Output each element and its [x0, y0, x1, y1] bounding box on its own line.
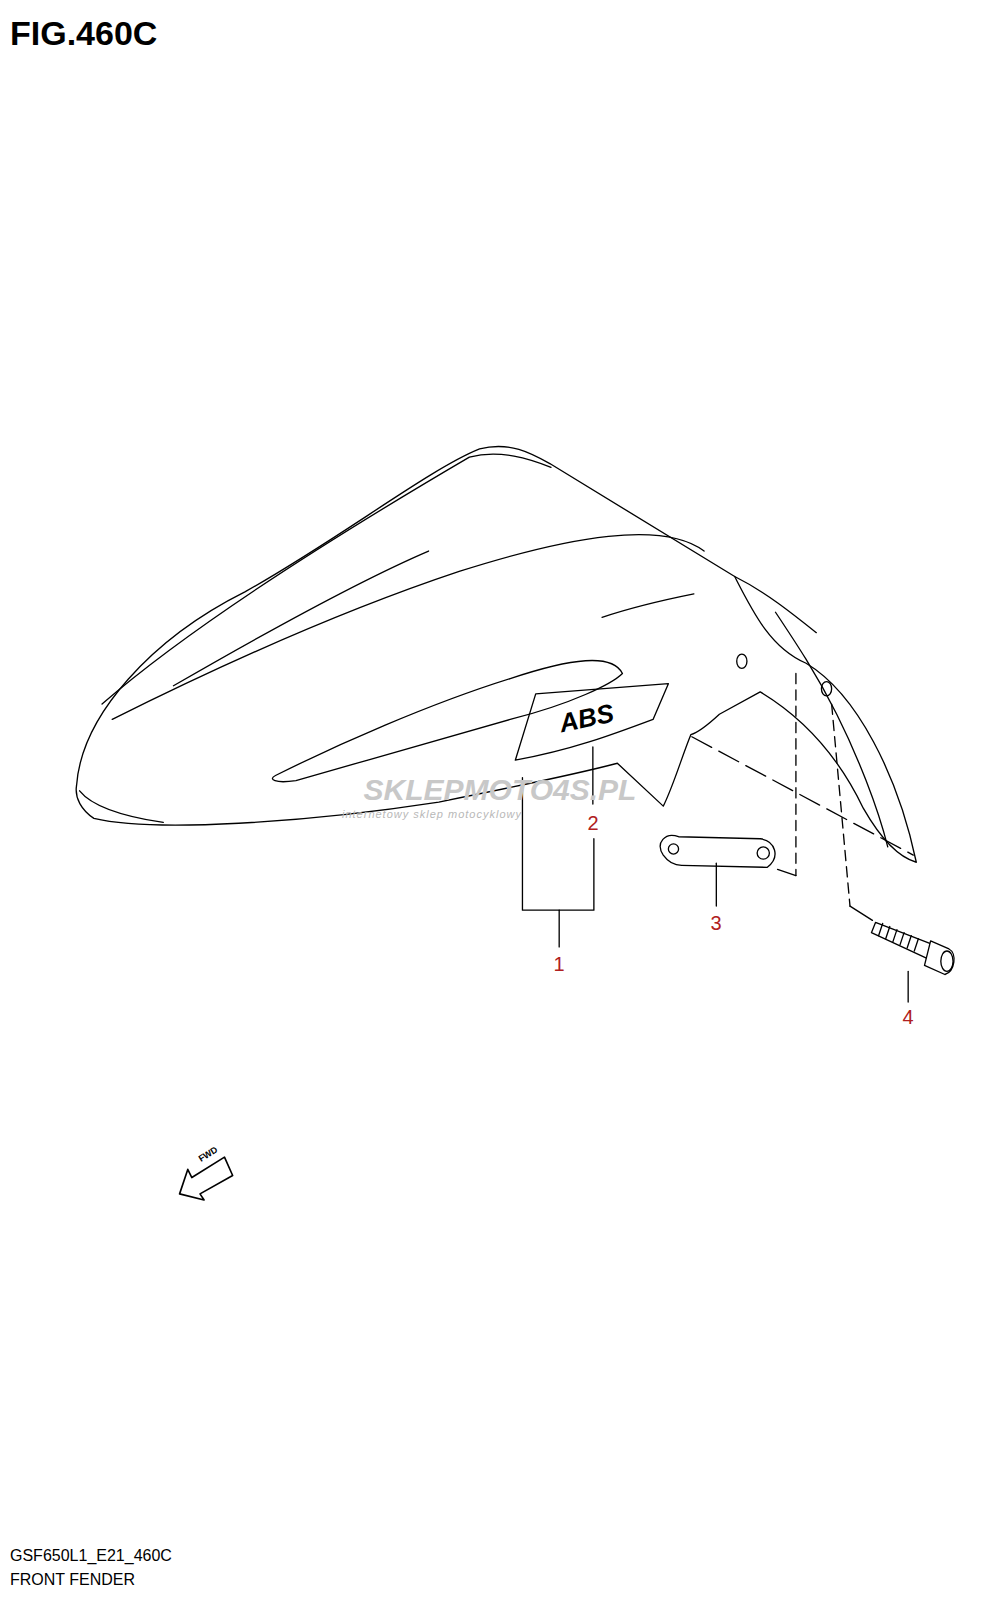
- leader-line: [559, 910, 560, 947]
- fender-ridge: [735, 577, 817, 633]
- bolt-shaft: [871, 922, 933, 959]
- bolt-head: [924, 941, 954, 975]
- mount-hole: [737, 654, 747, 668]
- fender-ridge: [102, 454, 551, 704]
- callout-number: 2: [587, 813, 598, 833]
- fender-ridge: [173, 551, 428, 686]
- figure-caption: FRONT FENDER: [10, 1572, 135, 1588]
- bracket-hole: [668, 844, 678, 854]
- figure-title: FIG.460C: [10, 16, 157, 50]
- fender-ridge: [112, 535, 704, 720]
- callout-number: 1: [553, 954, 564, 974]
- assembly-line: [850, 906, 872, 920]
- assembly-line: [778, 869, 796, 875]
- watermark: internetowy sklep motocyklowy: [342, 809, 522, 820]
- bolt-head: [941, 951, 953, 971]
- abs-decal: [515, 684, 668, 761]
- leader-line: [716, 863, 717, 906]
- direction-label: FWD: [197, 1145, 219, 1163]
- fender-ridge: [602, 594, 694, 617]
- bracket-part: [660, 835, 775, 867]
- callout-number: 3: [710, 913, 721, 933]
- fwd-arrow: [180, 1157, 233, 1200]
- assembly-line: [832, 704, 850, 906]
- fender-outline: [76, 446, 916, 862]
- fender-ridge: [272, 660, 622, 781]
- drawing-code: GSF650L1_E21_460C: [10, 1548, 172, 1564]
- mount-hole: [821, 682, 831, 696]
- fender-edge: [80, 791, 164, 823]
- leader-line: [908, 971, 909, 1002]
- bracket-hole: [757, 847, 769, 859]
- watermark: SKLEPMOTO4S.PL: [364, 775, 637, 805]
- assembly-line: [795, 673, 796, 875]
- bolt-thread: [879, 923, 919, 951]
- callout-number: 4: [902, 1007, 913, 1027]
